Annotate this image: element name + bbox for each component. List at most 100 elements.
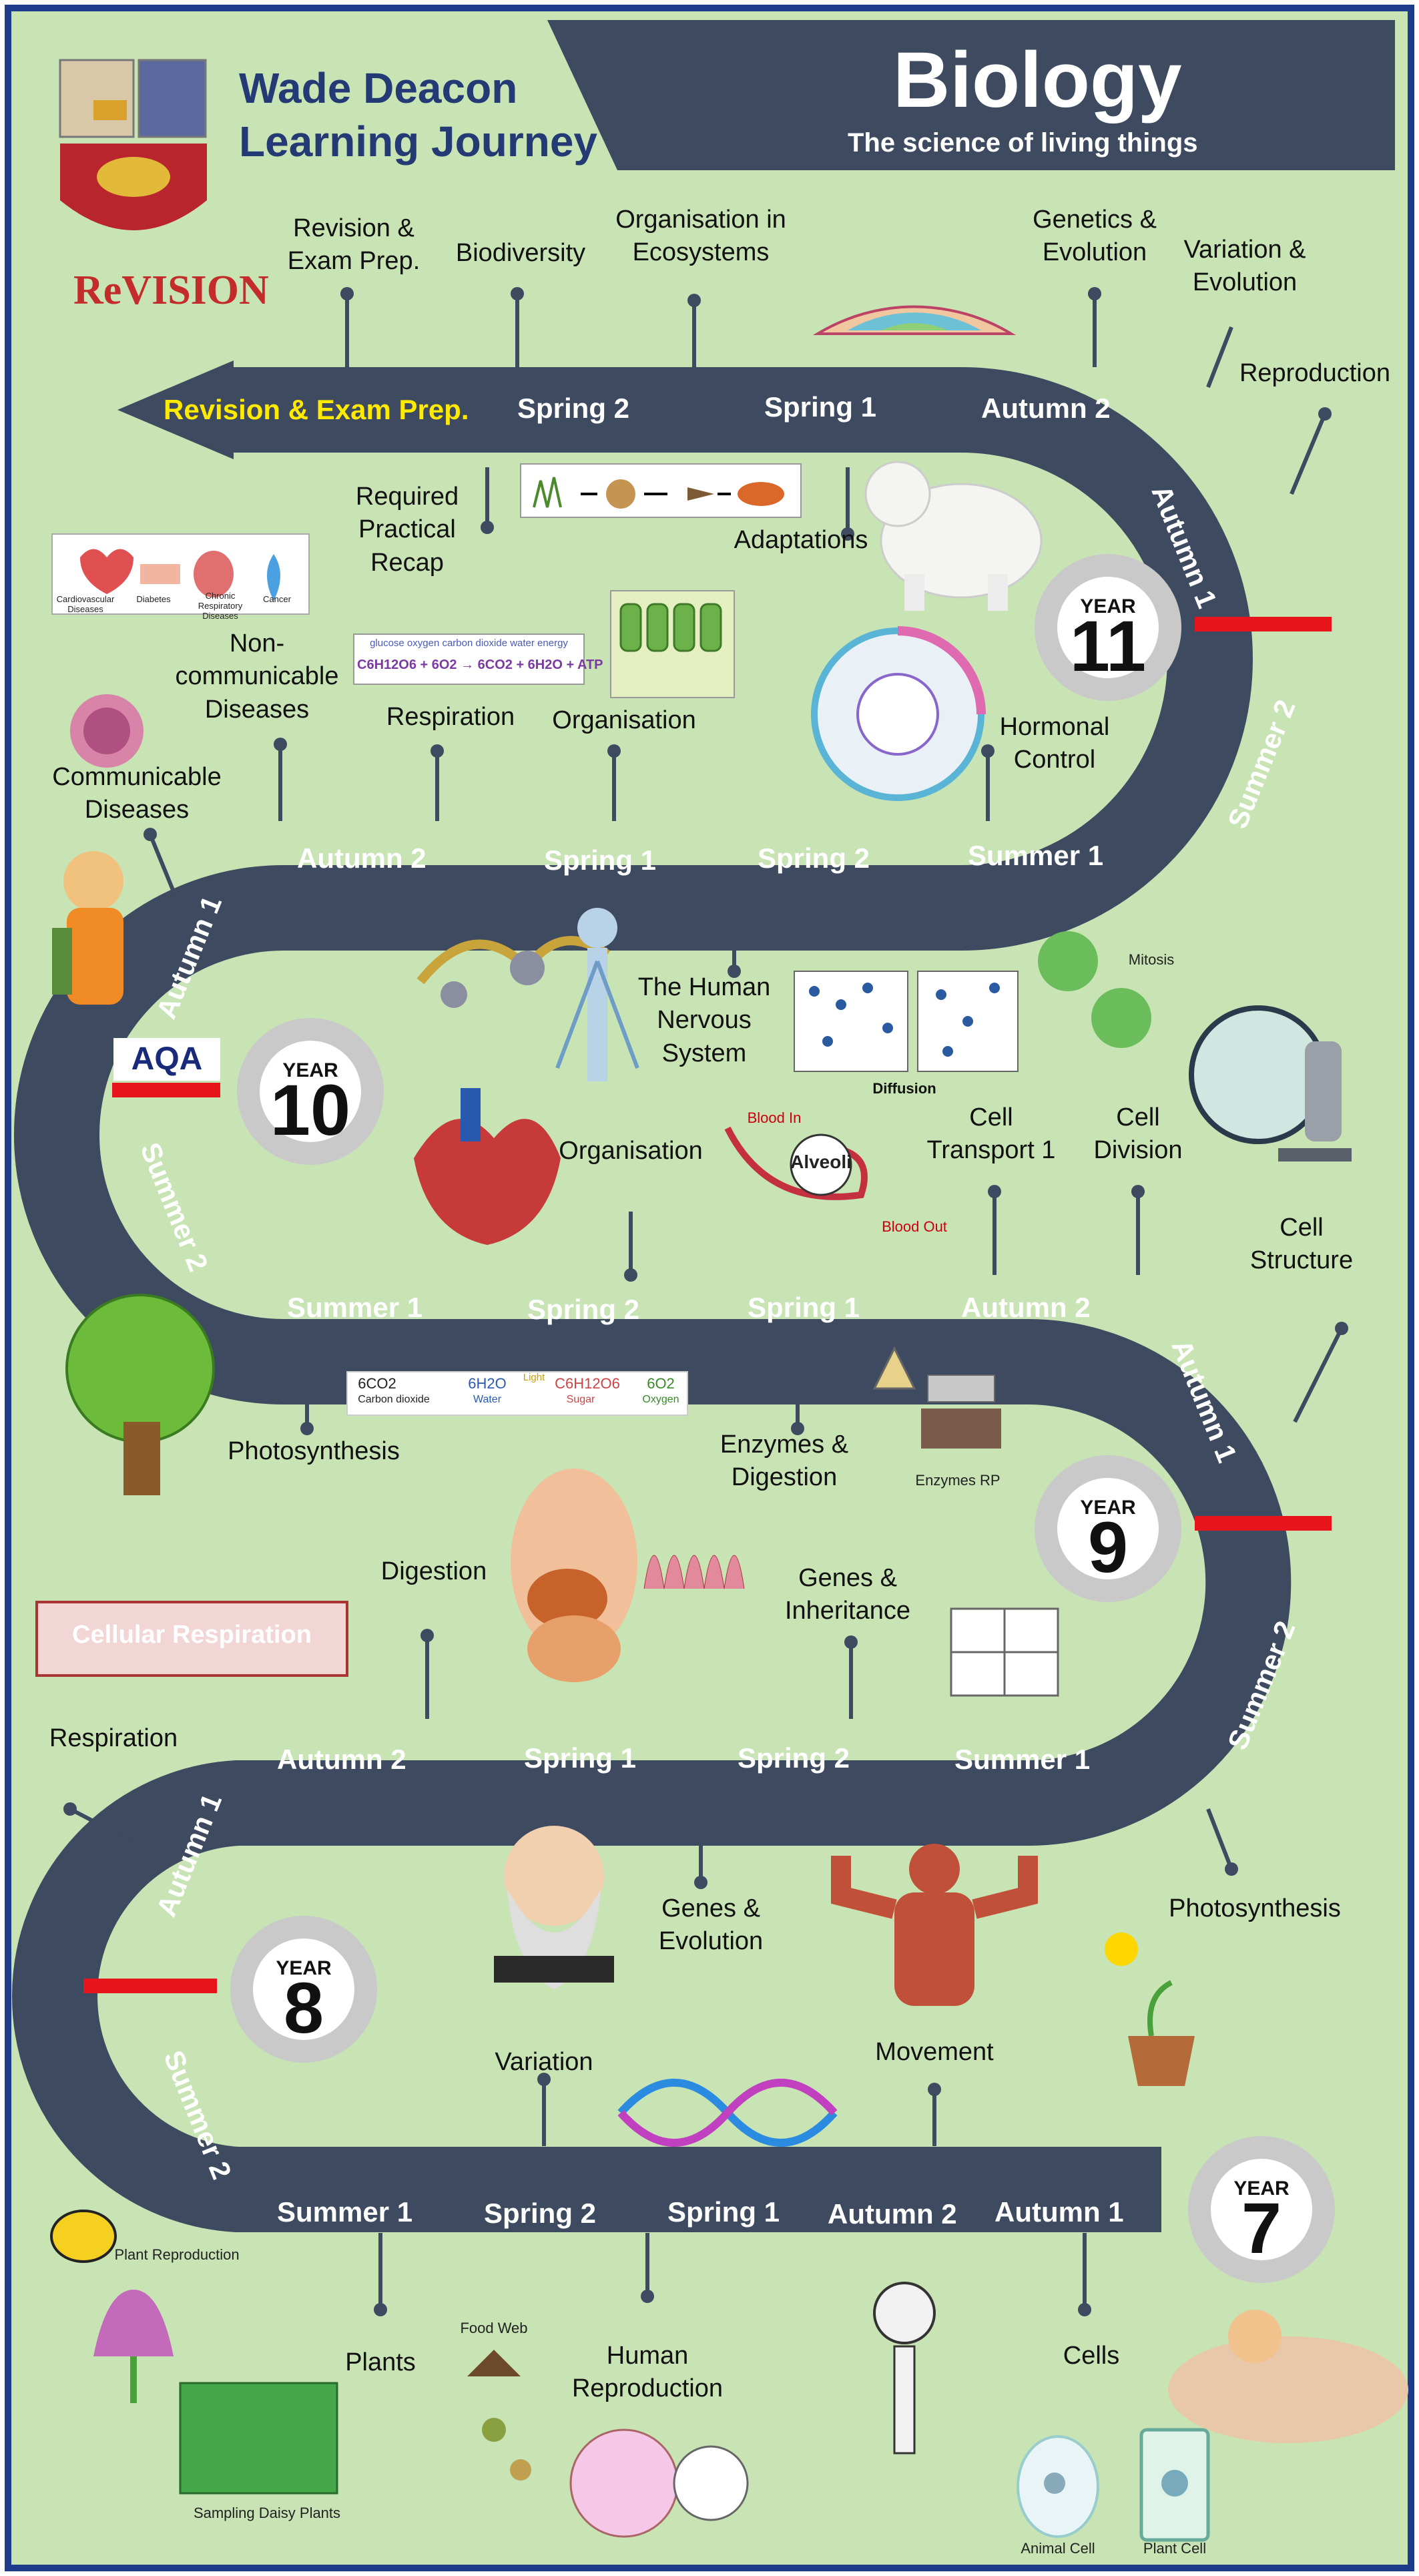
leaf-cells-image xyxy=(610,590,735,698)
header-band xyxy=(547,20,1395,170)
topic-enzymes-digestion: Enzymes & Digestion xyxy=(720,1431,849,1492)
scientist-image xyxy=(1168,2310,1408,2443)
food-web-image xyxy=(467,2350,531,2481)
year-markers xyxy=(83,617,1332,1993)
photo-eq-h2o-name: Water xyxy=(473,1394,502,1405)
plant-cell-image xyxy=(1139,2428,1210,2542)
caption-plant-reproduction: Plant Reproduction xyxy=(114,2246,240,2263)
school-crest xyxy=(59,59,207,230)
road-label-y11-spring2: Spring 2 xyxy=(517,393,630,424)
caption-blood-in: Blood In xyxy=(747,1109,802,1126)
journey-road xyxy=(12,367,1292,2232)
topic-genetics-evolution: Genetics & Evolution xyxy=(1033,206,1157,267)
year-number: 10 xyxy=(270,1069,351,1150)
disease-icons-image xyxy=(51,533,310,615)
digestive-system-image xyxy=(511,1469,637,1682)
topic-ecosystems: Organisation in Ecosystems xyxy=(615,206,786,267)
caption-disease-1: Cardiovascular Diseases xyxy=(56,594,115,614)
road-label-y7-autumn1: Autumn 1 xyxy=(995,2196,1124,2228)
year-8-badge: YEAR 8 xyxy=(230,1916,377,2063)
topic-revision-exam: Revision & Exam Prep. xyxy=(287,214,420,276)
nervous-system-image xyxy=(555,908,639,1081)
year-9-badge: YEAR 9 xyxy=(1035,1455,1181,1602)
topic-genes-evolution: Genes & Evolution xyxy=(658,1894,764,1956)
subject-tagline: The science of living things xyxy=(848,128,1198,158)
photo-eq-sugar-formula: C6H12O6 xyxy=(555,1375,620,1392)
road-label-y10-spring1: Spring 1 xyxy=(544,844,657,876)
road-label-y10-autumn2: Autumn 2 xyxy=(297,842,427,874)
caption-diffusion: Diffusion xyxy=(872,1080,936,1097)
topic-photosynthesis-y7: Photosynthesis xyxy=(1169,1894,1341,1922)
caption-disease-2: Diabetes xyxy=(136,594,171,604)
revision-logo: ReVISION xyxy=(73,268,269,313)
school-title-line1: Wade Deacon xyxy=(239,64,518,112)
road-label-y9-spring2: Spring 2 xyxy=(527,1294,640,1325)
road-label-y8-spring1: Spring 1 xyxy=(524,1742,637,1774)
year-label: YEAR xyxy=(1080,1497,1136,1519)
road-label-y11-autumn2: Autumn 2 xyxy=(981,393,1111,424)
caption-animal-cell: Animal Cell xyxy=(1021,2540,1095,2557)
road-label-y8-spring2: Spring 2 xyxy=(738,1742,850,1774)
year-label: YEAR xyxy=(282,1059,338,1081)
topic-digestion: Digestion xyxy=(380,1557,487,1585)
topic-variation-evolution: Variation & Evolution xyxy=(1183,236,1306,297)
road-label-y7-spring2: Spring 2 xyxy=(484,2198,597,2229)
road-label-revision: Revision & Exam Prep. xyxy=(164,394,469,425)
topic-photosynthesis-y9: Photosynthesis xyxy=(228,1437,400,1465)
polar-bear-image xyxy=(864,461,1043,611)
muscles-image xyxy=(831,1844,1038,2006)
dna-image xyxy=(617,2079,838,2147)
microscope-image xyxy=(1189,1005,1352,1162)
topic-cell-transport: Cell Transport 1 xyxy=(926,1103,1056,1165)
road-label-y11-spring1: Spring 1 xyxy=(764,391,877,423)
topic-reproduction: Reproduction xyxy=(1239,359,1391,387)
plant-pot-image xyxy=(1105,1933,1195,2086)
topic-organisation-y10: Organisation xyxy=(559,1137,703,1165)
topic-organisation-y11: Organisation xyxy=(552,706,696,734)
caption-cellular-respiration: Cellular Respiration xyxy=(72,1621,312,1649)
topic-cell-division: Cell Division xyxy=(1093,1103,1183,1165)
road-label-y7-autumn2: Autumn 2 xyxy=(828,2198,957,2230)
year-10-badge: YEAR 10 xyxy=(237,1018,384,1165)
year-label: YEAR xyxy=(276,1957,332,1979)
topic-movement: Movement xyxy=(875,2038,994,2066)
year-number: 7 xyxy=(1241,2187,1282,2268)
topic-human-reproduction: Human Reproduction xyxy=(571,2342,724,2403)
tree-image xyxy=(65,1294,215,1495)
food-chain-image xyxy=(520,463,802,518)
topic-cells: Cells xyxy=(1063,2342,1120,2370)
caption-mitosis: Mitosis xyxy=(1128,951,1175,968)
topic-pin-dots xyxy=(63,287,1348,2316)
topic-respiration-y11: Respiration xyxy=(386,703,515,731)
genetics-wheel-image xyxy=(812,305,1017,335)
caption-sampling: Sampling Daisy Plants xyxy=(193,2505,341,2521)
heart-image xyxy=(414,1088,561,1245)
road-arrow-head xyxy=(117,360,234,459)
skeleton-image xyxy=(873,2282,936,2455)
topic-pins xyxy=(69,294,1344,2310)
year-label: YEAR xyxy=(1233,2177,1290,2200)
school-title-line2: Learning Journey xyxy=(239,117,597,166)
gametes-image xyxy=(569,2428,749,2538)
animal-cell-image xyxy=(1017,2435,1099,2538)
caption-disease-3: Chronic Respiratory Diseases xyxy=(198,591,243,621)
sampling-image xyxy=(179,2382,338,2495)
photo-eq-h2o: 6H2O xyxy=(468,1375,507,1392)
road-label-y9-summer1: Summer 1 xyxy=(287,1292,423,1323)
sneezing-child-image xyxy=(52,851,123,1005)
photo-eq-sugar-name: Sugar xyxy=(566,1394,595,1405)
topic-genes-inheritance: Genes & Inheritance xyxy=(784,1564,910,1625)
year-number: 11 xyxy=(1069,605,1147,686)
year-label: YEAR xyxy=(1080,595,1136,617)
caption-disease-4: Cancer xyxy=(263,594,291,604)
photo-eq-co2: 6CO2 xyxy=(358,1375,396,1392)
photo-eq-o2: 6O2 xyxy=(647,1375,675,1392)
bee-image xyxy=(50,2210,117,2263)
year-number: 8 xyxy=(283,1967,324,2048)
year-number: 9 xyxy=(1087,1507,1129,1587)
road-label-y7-spring1: Spring 1 xyxy=(667,2196,780,2228)
darwin-image xyxy=(494,1826,614,1989)
hormone-cycle-image xyxy=(811,626,986,801)
